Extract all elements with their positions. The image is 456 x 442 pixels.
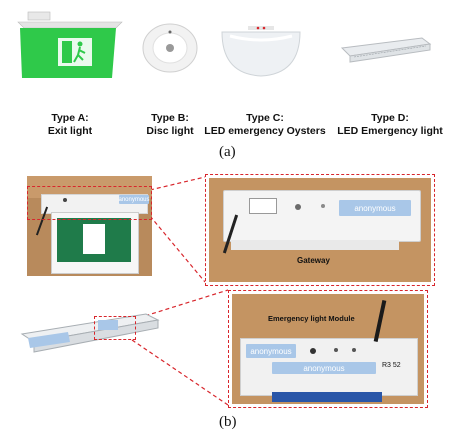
type-c-type: Type C:: [246, 112, 284, 124]
gateway-photo: anonymous Gateway: [209, 178, 431, 282]
type-d-name: LED Emergency light: [337, 125, 443, 137]
batten-light-image: [340, 37, 432, 63]
type-b-type: Type B:: [151, 112, 189, 124]
type-c-name: LED emergency Oysters: [204, 125, 326, 137]
oyster-light-image: [221, 26, 301, 77]
type-c-label: Type C: LED emergency Oysters: [200, 112, 330, 138]
type-b-label: Type B: Disc light: [110, 112, 230, 138]
batten-module-photo: [20, 313, 160, 353]
module-anon-label-2: anonymous: [272, 362, 376, 374]
type-a-name: Exit light: [47, 125, 93, 137]
disc-light-image: [142, 23, 198, 73]
module-code: R3 52: [382, 362, 401, 369]
type-a-label: Type A: Exit light: [10, 112, 130, 138]
type-b-name: Disc light: [146, 125, 194, 137]
module-zoom-box: Emergency light Module anonymous anonymo…: [228, 290, 428, 408]
type-a-type: Type A:: [51, 112, 89, 124]
module-anon-label-1: anonymous: [246, 344, 296, 358]
gateway-caption: Gateway: [297, 256, 330, 265]
module-photo: Emergency light Module anonymous anonymo…: [232, 294, 424, 404]
gateway-zoom-box: anonymous Gateway: [205, 174, 435, 286]
gateway-highlight-box: [27, 186, 152, 220]
type-d-type: Type D:: [371, 112, 409, 124]
exit-photo-anon-label: anonymous: [118, 195, 150, 204]
module-caption: Emergency light Module: [268, 314, 355, 323]
caption-b: (b): [219, 414, 237, 430]
exit-sign-photo: anonymous: [27, 176, 152, 276]
type-d-label: Type D: LED Emergency light: [325, 112, 455, 138]
gateway-anon-label: anonymous: [339, 200, 411, 216]
exit-light-image: [17, 11, 123, 78]
module-highlight-box: [94, 316, 136, 340]
caption-a: (a): [219, 144, 236, 160]
